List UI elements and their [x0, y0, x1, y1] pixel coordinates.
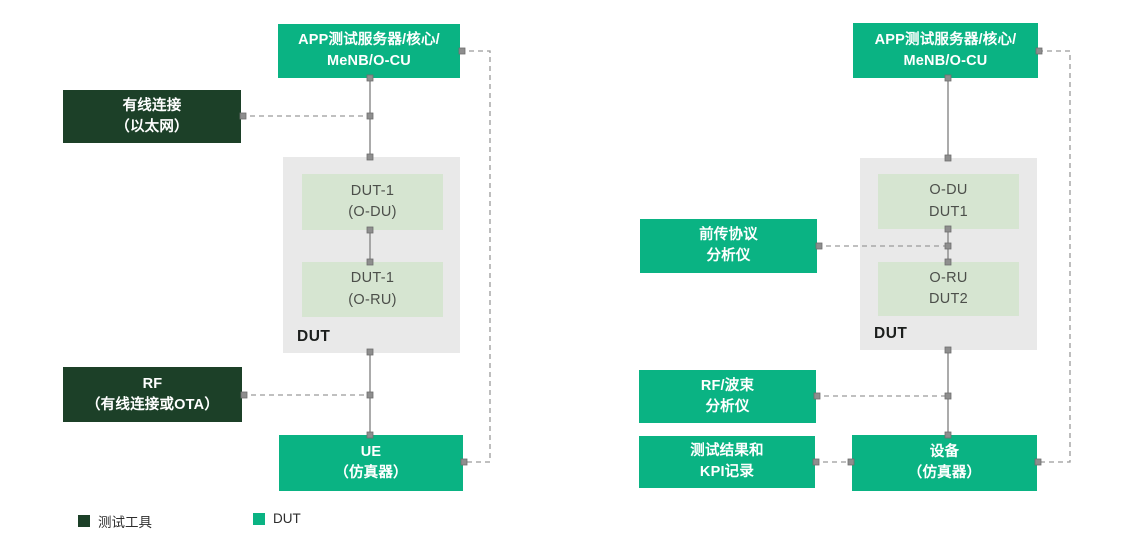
connector-dot — [944, 392, 952, 400]
left-app-test-server-line1: APP测试服务器/核心/ — [298, 32, 440, 49]
left-dut-container-label: DUT — [297, 328, 331, 345]
connector-dot — [366, 391, 374, 399]
left-dut1-oru-line2: (O-RU) — [348, 291, 397, 308]
right-app-test-server-box: APP测试服务器/核心/ MeNB/O-CU — [853, 23, 1038, 78]
rf-beam-analyzer-line2: 分析仪 — [705, 398, 750, 415]
fronthaul-protocol-analyzer-box: 前传协议 分析仪 — [640, 219, 817, 273]
right-app-test-server-line2: MeNB/O-CU — [903, 52, 988, 69]
left-app-test-server-line2: MeNB/O-CU — [327, 53, 411, 69]
left-app-test-server-box: APP测试服务器/核心/ MeNB/O-CU — [278, 24, 460, 78]
right-odu-dut1-line2: DUT1 — [928, 203, 969, 220]
rf-beam-analyzer-line1: RF/波束 — [700, 377, 755, 394]
right-app-test-server-line1: APP测试服务器/核心/ — [874, 31, 1017, 48]
legend-item-dut: DUT — [253, 511, 301, 526]
fronthaul-analyzer-line2: 分析仪 — [706, 248, 751, 264]
right-oru-dut2-box: O-RU DUT2 — [878, 262, 1019, 316]
left-dut1-odu-box: DUT-1 (O-DU) — [302, 174, 443, 230]
left-dut-container: DUT-1 (O-DU) DUT-1 (O-RU) DUT — [283, 157, 460, 353]
ue-simulator-box: UE （仿真器） — [279, 435, 463, 491]
fronthaul-analyzer-line1: 前传协议 — [699, 227, 758, 244]
legend-label-test-tools: 测试工具 — [98, 515, 152, 530]
device-simulator-line1: 设备 — [929, 444, 960, 461]
left-dut1-odu-line2: (O-DU) — [348, 204, 397, 220]
right-oru-dut2-line1: O-RU — [929, 269, 968, 286]
right-odu-dut1-line1: O-DU — [929, 182, 968, 199]
wired-connection-tool-box: 有线连接 （以太网） — [63, 90, 241, 143]
kpi-record-line1: 测试结果和 — [690, 443, 764, 460]
left-dut1-oru-box: DUT-1 (O-RU) — [302, 262, 443, 317]
rf-tool-line1: RF — [142, 375, 163, 392]
device-simulator-line2: （仿真器） — [907, 465, 982, 481]
device-simulator-box: 设备 （仿真器） — [852, 435, 1037, 491]
right-dut-container: O-DU DUT1 O-RU DUT2 DUT — [860, 158, 1037, 350]
legend-swatch-dut — [253, 512, 265, 525]
test-result-kpi-record-box: 测试结果和 KPI记录 — [639, 436, 815, 488]
right-server-to-device-dashed-line — [1038, 50, 1071, 463]
legend-label-dut: DUT — [273, 511, 301, 526]
legend-swatch-test-tools — [78, 515, 90, 527]
legend-item-test-tools: 测试工具 — [78, 511, 152, 531]
left-dut1-oru-line1: DUT-1 — [350, 270, 395, 287]
left-dut1-odu-line1: DUT-1 — [350, 182, 395, 199]
wired-connection-line1: 有线连接 — [122, 97, 182, 114]
kpi-record-line2: KPI记录 — [699, 464, 755, 480]
right-dut-container-label: DUT — [874, 325, 908, 342]
connector-dot — [366, 112, 374, 120]
rf-beam-analyzer-box: RF/波束 分析仪 — [639, 370, 816, 423]
rf-tool-line2: （有线连接或OTA） — [85, 396, 220, 413]
left-server-to-ue-dashed-line — [460, 50, 491, 463]
wired-connection-line2: （以太网） — [115, 118, 189, 135]
right-oru-dut2-line2: DUT2 — [928, 291, 969, 307]
ue-simulator-line2: （仿真器） — [334, 465, 408, 481]
right-odu-dut1-box: O-DU DUT1 — [878, 174, 1019, 229]
ue-simulator-line1: UE — [360, 444, 382, 461]
rf-tool-box: RF （有线连接或OTA） — [63, 367, 242, 422]
